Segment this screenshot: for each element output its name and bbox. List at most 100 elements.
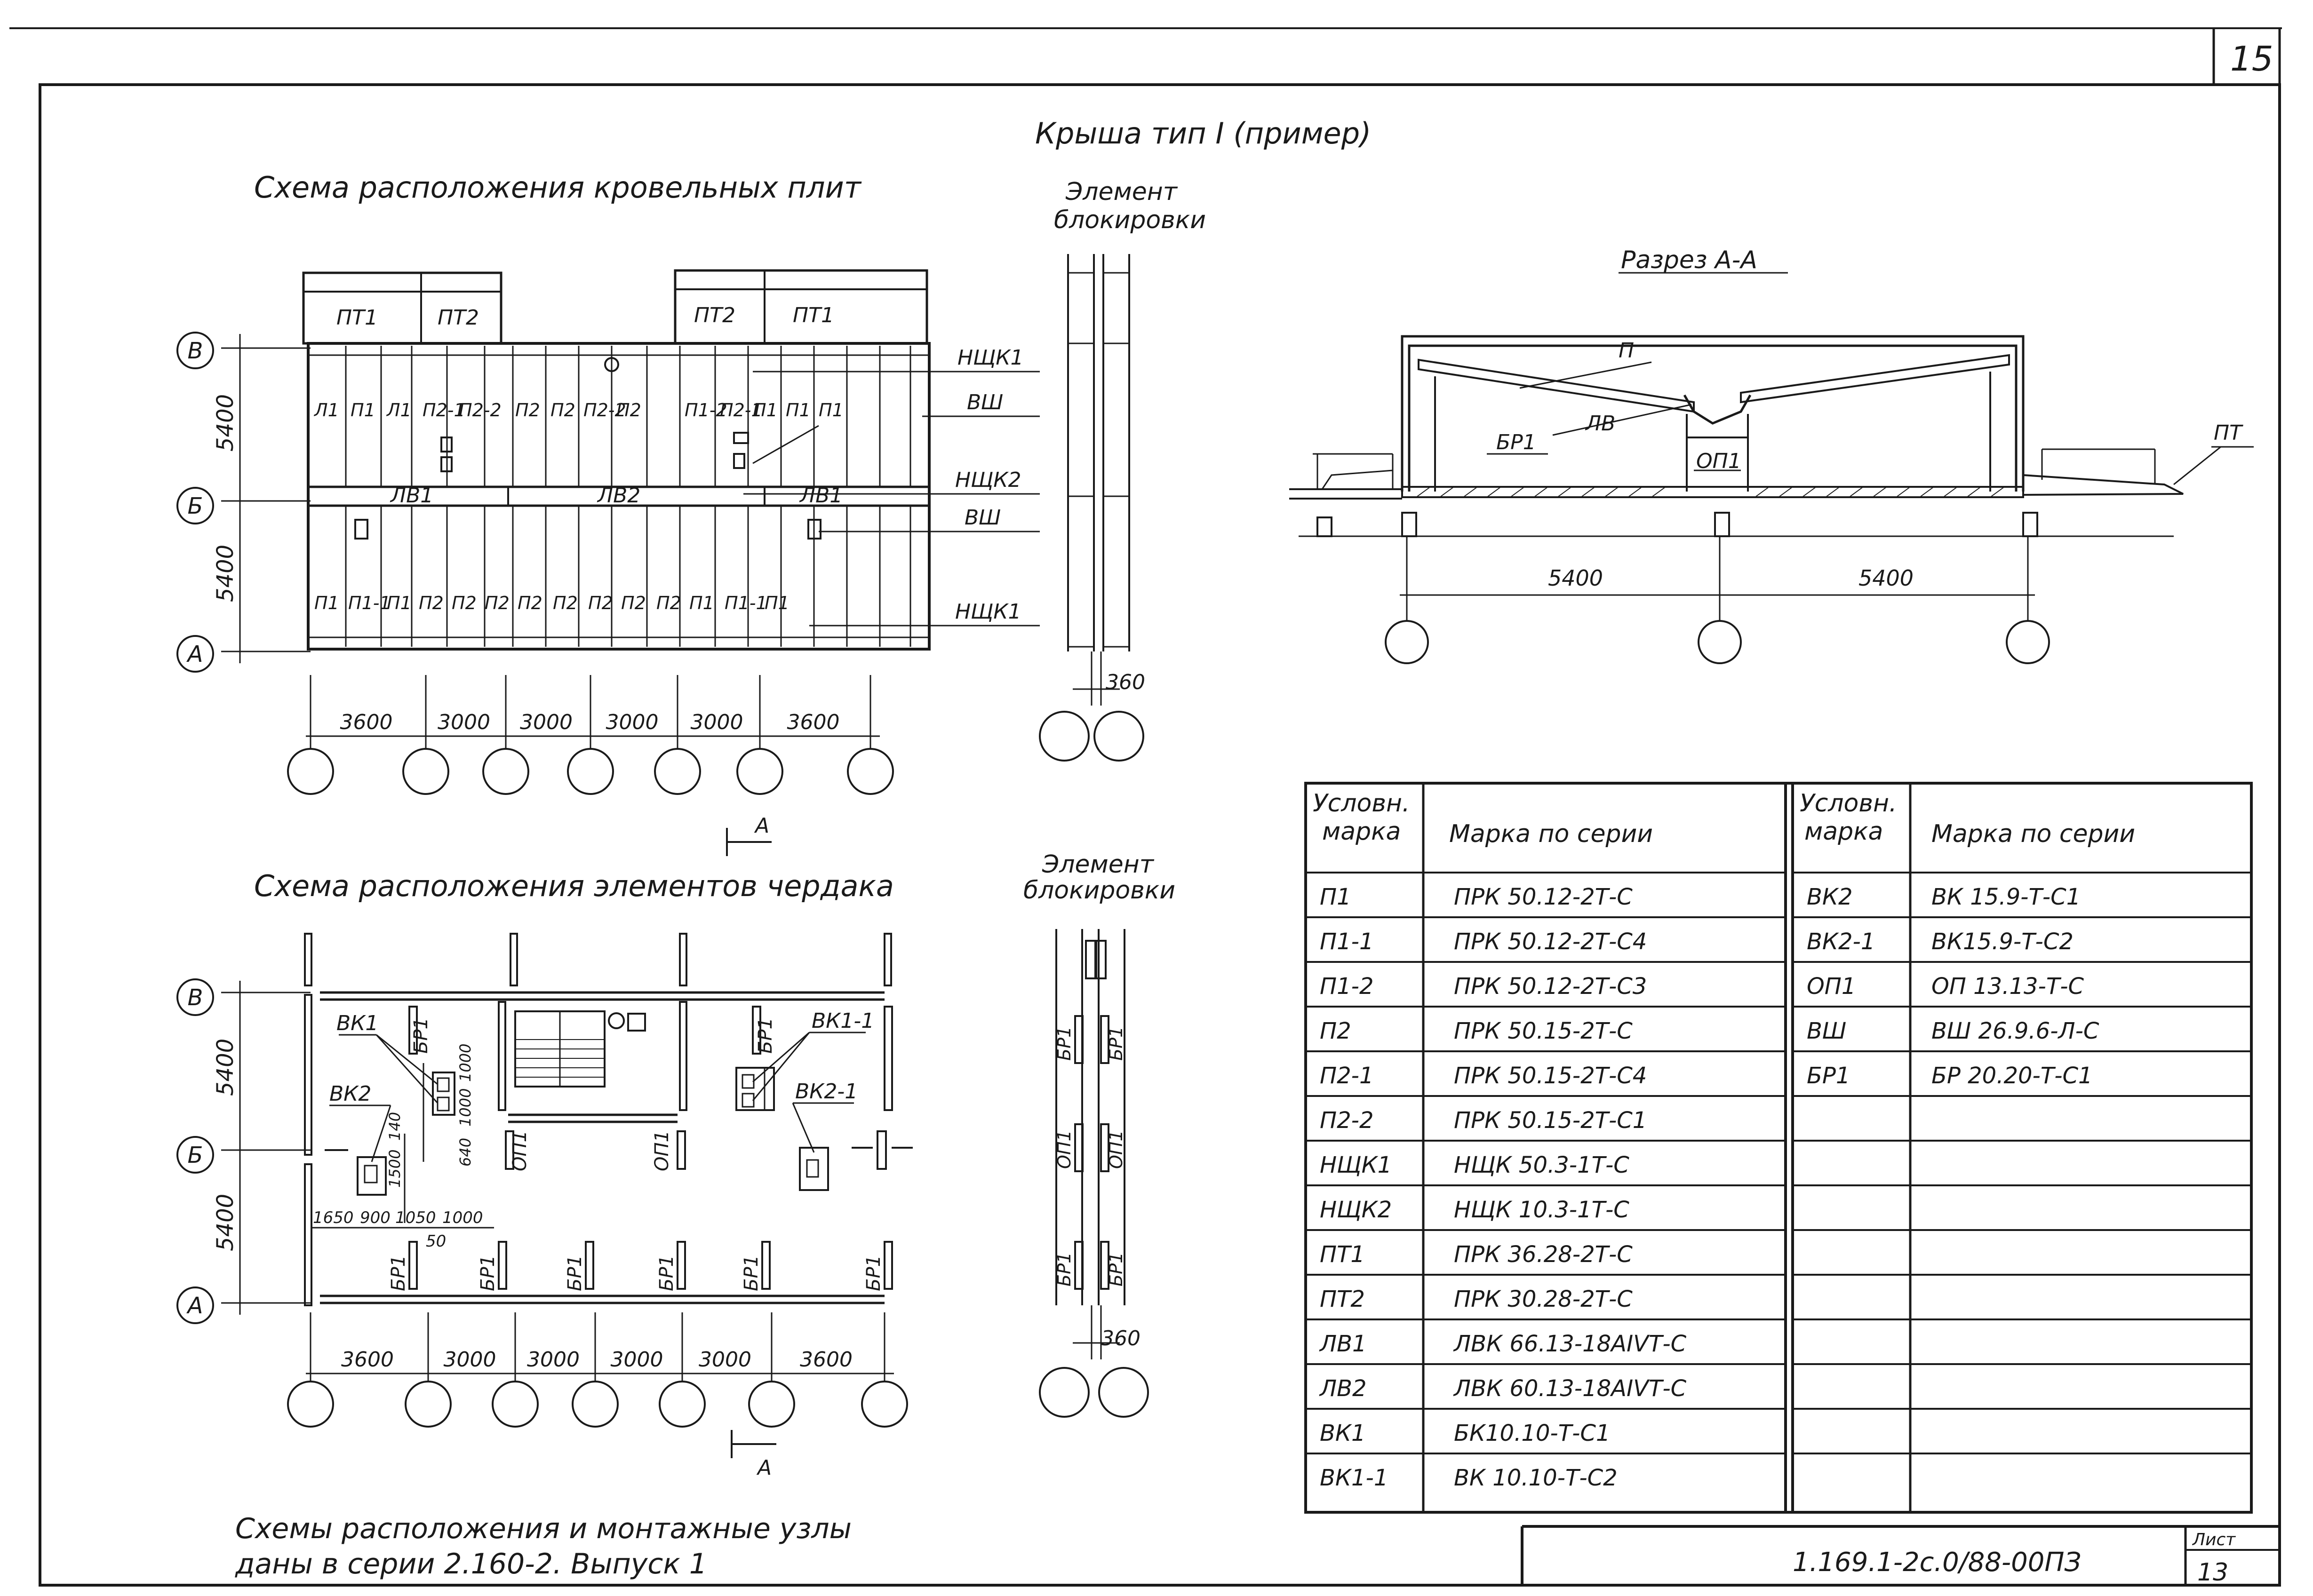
block2-title-l2: блокировки <box>1023 876 1175 905</box>
column-dimension: 3600 <box>787 710 840 734</box>
table-left-mark: ПТ1 <box>1320 1241 1365 1268</box>
table-left-mark: П2-1 <box>1320 1063 1374 1089</box>
plan1-axis-v: В <box>188 338 203 364</box>
table-left-series: ПРК 50.15-2Т-С4 <box>1454 1063 1647 1089</box>
plan2-dim-1650: 1650 <box>313 1208 354 1227</box>
column-axis-bubble <box>861 1381 908 1428</box>
plan1-row1-slab-label: Л1 <box>386 400 412 421</box>
table-header-mark-right-l1: Условн. <box>1800 789 1897 818</box>
column-axis-bubble <box>736 748 783 795</box>
block2-br1-r2: БР1 <box>1106 1252 1126 1286</box>
table-right-mark: ВШ <box>1807 1018 1846 1044</box>
block-element-1 <box>1039 254 1144 762</box>
plan2-row-axes <box>176 978 311 1324</box>
block2-title-l1: Элемент <box>1042 850 1155 879</box>
table-right-series: ВШ 26.9.6-Л-С <box>1931 1018 2099 1044</box>
table-left-mark: ЛВ2 <box>1319 1375 1367 1402</box>
column-axis-bubble <box>847 748 894 795</box>
note-line-1: Схемы расположения и монтажные узлы <box>235 1512 852 1545</box>
column-axis-bubble <box>405 1381 452 1428</box>
table-right-mark: ВК2-1 <box>1807 929 1875 955</box>
table-left-mark: ВК1 <box>1320 1420 1366 1446</box>
plan2-label-op1-left: ОП1 <box>509 1130 531 1171</box>
block2-br1-r1: БР1 <box>1106 1026 1126 1061</box>
plan1-beam-lv1-left: ЛВ1 <box>390 484 433 508</box>
plan1-row1-slab-label: П2 <box>550 400 575 421</box>
plan2-dim-v2: 5400 <box>212 1194 239 1251</box>
table-header-series-left: Марка по серии <box>1449 820 1653 848</box>
plan1-row2-slab-label: П1 <box>387 593 412 613</box>
plan2-label-br1-top-left: БР1 <box>410 1017 432 1054</box>
plan2-cut-mark-bottom: А <box>756 1456 772 1480</box>
stamp-sheet-label: Лист <box>2192 1530 2236 1549</box>
block1-dim: 360 <box>1106 670 1145 694</box>
table-header-mark-left-l2: марка <box>1322 818 1401 846</box>
plan1-row2-slab-label: П1-1 <box>725 593 767 613</box>
callout-nshchk2: НЩК2 <box>955 468 1021 492</box>
table-left-mark: НЩК2 <box>1320 1197 1392 1223</box>
plan1-row1-slab-label: П1 <box>786 400 811 421</box>
column-dimension: 3000 <box>691 710 743 734</box>
table-header-mark-left-l1: Условн. <box>1313 789 1410 818</box>
plan1-beam-lv1-right: ЛВ1 <box>799 484 843 508</box>
table-left-mark: ПТ2 <box>1320 1286 1365 1312</box>
plan1-row2-slab-label: П2 <box>553 593 578 613</box>
cut-mark-top <box>726 828 772 856</box>
plan1-row1-slab-label: П2-2 <box>459 400 502 421</box>
section-dim-2: 5400 <box>1858 565 1914 591</box>
plan1-row2-slab-label: П2 <box>485 593 510 613</box>
plan1-row2-slab-label: П1-1 <box>348 593 391 613</box>
plan2-label-br1-b5: БР1 <box>741 1255 762 1291</box>
section-aa <box>1289 272 2254 664</box>
table-left-series: ПРК 36.28-2Т-С <box>1454 1241 1633 1268</box>
table-left-series: ПРК 50.12-2Т-С4 <box>1454 929 1647 955</box>
stamp-code: 1.169.1-2с.0/88-00ПЗ <box>1793 1547 2081 1578</box>
plan1-axis-b: Б <box>188 493 203 519</box>
stamp-sheet-number: 13 <box>2197 1558 2228 1587</box>
block2-br1-l1: БР1 <box>1054 1026 1075 1061</box>
plan1-callouts <box>743 371 1040 627</box>
callout-nshchk1-top: НЩК1 <box>957 346 1023 370</box>
plan2-axis-a: А <box>186 1293 203 1319</box>
plan2-label-br1-b1: БР1 <box>388 1255 409 1291</box>
section-label-p: П <box>1619 339 1634 363</box>
table-left-series: ПРК 50.15-2Т-С1 <box>1454 1107 1647 1134</box>
column-axis-bubble <box>659 1381 706 1428</box>
plan1-row2-slab-label: П2 <box>419 593 444 613</box>
column-dimension: 3600 <box>800 1348 853 1372</box>
table-header-mark-right-l2: марка <box>1804 818 1883 846</box>
plan1-dim-v2: 5400 <box>212 545 239 602</box>
plan2-dim-1000-h: 1000 <box>442 1208 483 1227</box>
table-left-mark: ВК1-1 <box>1320 1465 1388 1491</box>
plan1-row2-slab-label: П1 <box>314 593 339 613</box>
plan2-title: Схема расположения элементов чердака <box>254 869 894 903</box>
plan2-label-op1-right: ОП1 <box>651 1130 673 1171</box>
callout-nshchk1-bottom: НЩК1 <box>955 600 1021 624</box>
plan1-row1-slab-label: П1-2 <box>685 400 727 421</box>
plan1-row2-slab-label: П1 <box>689 593 714 613</box>
plan2-dim-50: 50 <box>426 1232 446 1251</box>
title-block <box>1521 1525 2280 1585</box>
plan2-axis-v: В <box>188 985 203 1011</box>
table-right-mark: БР1 <box>1807 1063 1850 1089</box>
plan1-row1-slab-label: П1 <box>753 400 778 421</box>
table-left-series: БК10.10-Т-С1 <box>1454 1420 1610 1446</box>
table-left-series: ПРК 50.12-2Т-С3 <box>1454 973 1647 1000</box>
table-left-series: ПРК 50.12-2Т-С <box>1454 884 1633 910</box>
plan1-row1-slab-label: П1 <box>351 400 375 421</box>
table-left-mark: П2-2 <box>1320 1107 1374 1134</box>
column-axis-bubble <box>492 1381 539 1428</box>
block2-op1-l: ОП1 <box>1054 1130 1075 1169</box>
table-left-mark: П1-1 <box>1320 929 1374 955</box>
column-dimension: 3000 <box>527 1348 580 1372</box>
table-left-series: ПРК 50.15-2Т-С <box>1454 1018 1633 1044</box>
plan2-label-br1-top-right: БР1 <box>755 1017 776 1054</box>
main-title: Крыша тип I (пример) <box>1035 116 1371 151</box>
table-header-series-right: Марка по серии <box>1931 820 2135 848</box>
plan2-label-br1-b3: БР1 <box>564 1255 586 1291</box>
plan1-row1-slab-label: Л1 <box>313 400 339 421</box>
plan2-dim-1000-v2: 1000 <box>456 1044 474 1082</box>
table-right-series: ОП 13.13-Т-С <box>1931 973 2084 1000</box>
plan1-row2-slab-label: П2 <box>656 593 681 613</box>
column-axis-bubble <box>287 748 334 795</box>
